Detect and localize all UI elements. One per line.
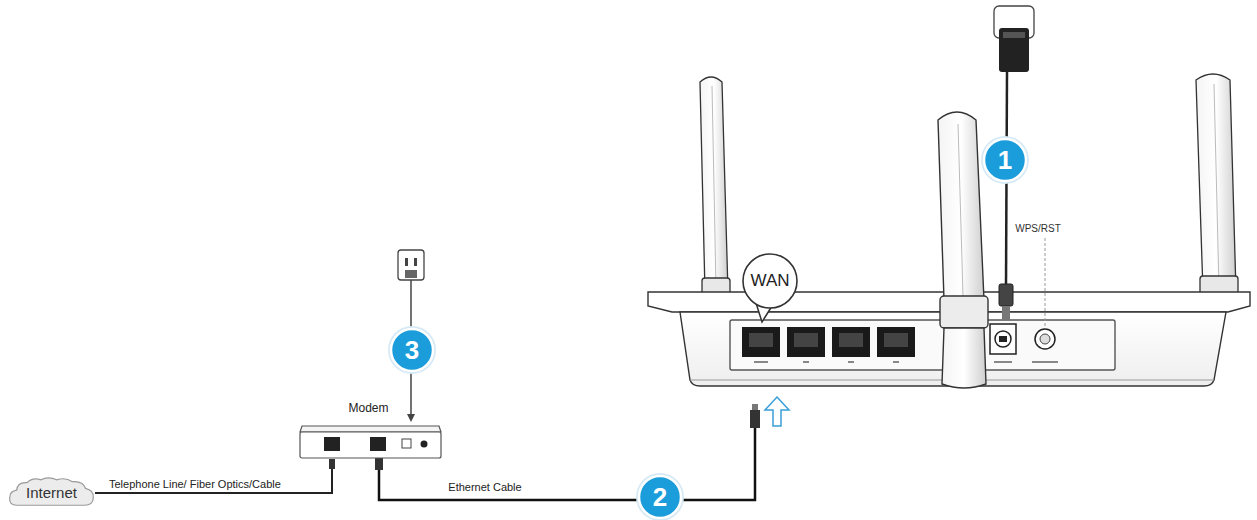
callout-circles	[388, 136, 1029, 520]
callout-number: 3	[405, 336, 419, 365]
device-name: Modem	[348, 400, 388, 416]
wall-outlet-router	[994, 6, 1034, 72]
wps-rst-button	[1032, 329, 1058, 363]
cloud-label: Internet	[26, 485, 77, 501]
port-name: WAN	[750, 272, 789, 291]
callout-number: 1	[998, 146, 1012, 175]
callout-number: 2	[653, 483, 667, 512]
antenna-middle	[938, 112, 988, 388]
power-port	[990, 324, 1016, 363]
router-power-plug	[999, 284, 1013, 320]
cable-name: Ethernet Cable	[448, 481, 521, 493]
insert-arrow	[765, 397, 789, 426]
lan-ports	[742, 327, 915, 363]
modem-box: Modem	[298, 400, 443, 460]
edge-label: Telephone Line/ Fiber Optics/Cable	[107, 478, 283, 490]
button-name: WPS/RST	[1015, 223, 1061, 234]
wall-outlet-modem	[398, 250, 424, 280]
modem-power-arrow	[407, 414, 415, 422]
wan-callout-bubble	[743, 254, 797, 322]
line-plug	[329, 459, 335, 469]
wps-rst-leader	[1045, 238, 1046, 328]
cable-line	[95, 460, 332, 493]
antenna-left	[700, 77, 730, 296]
modem-body	[298, 420, 443, 460]
internet-cloud: Internet	[8, 477, 95, 509]
antenna-right	[1196, 74, 1238, 296]
